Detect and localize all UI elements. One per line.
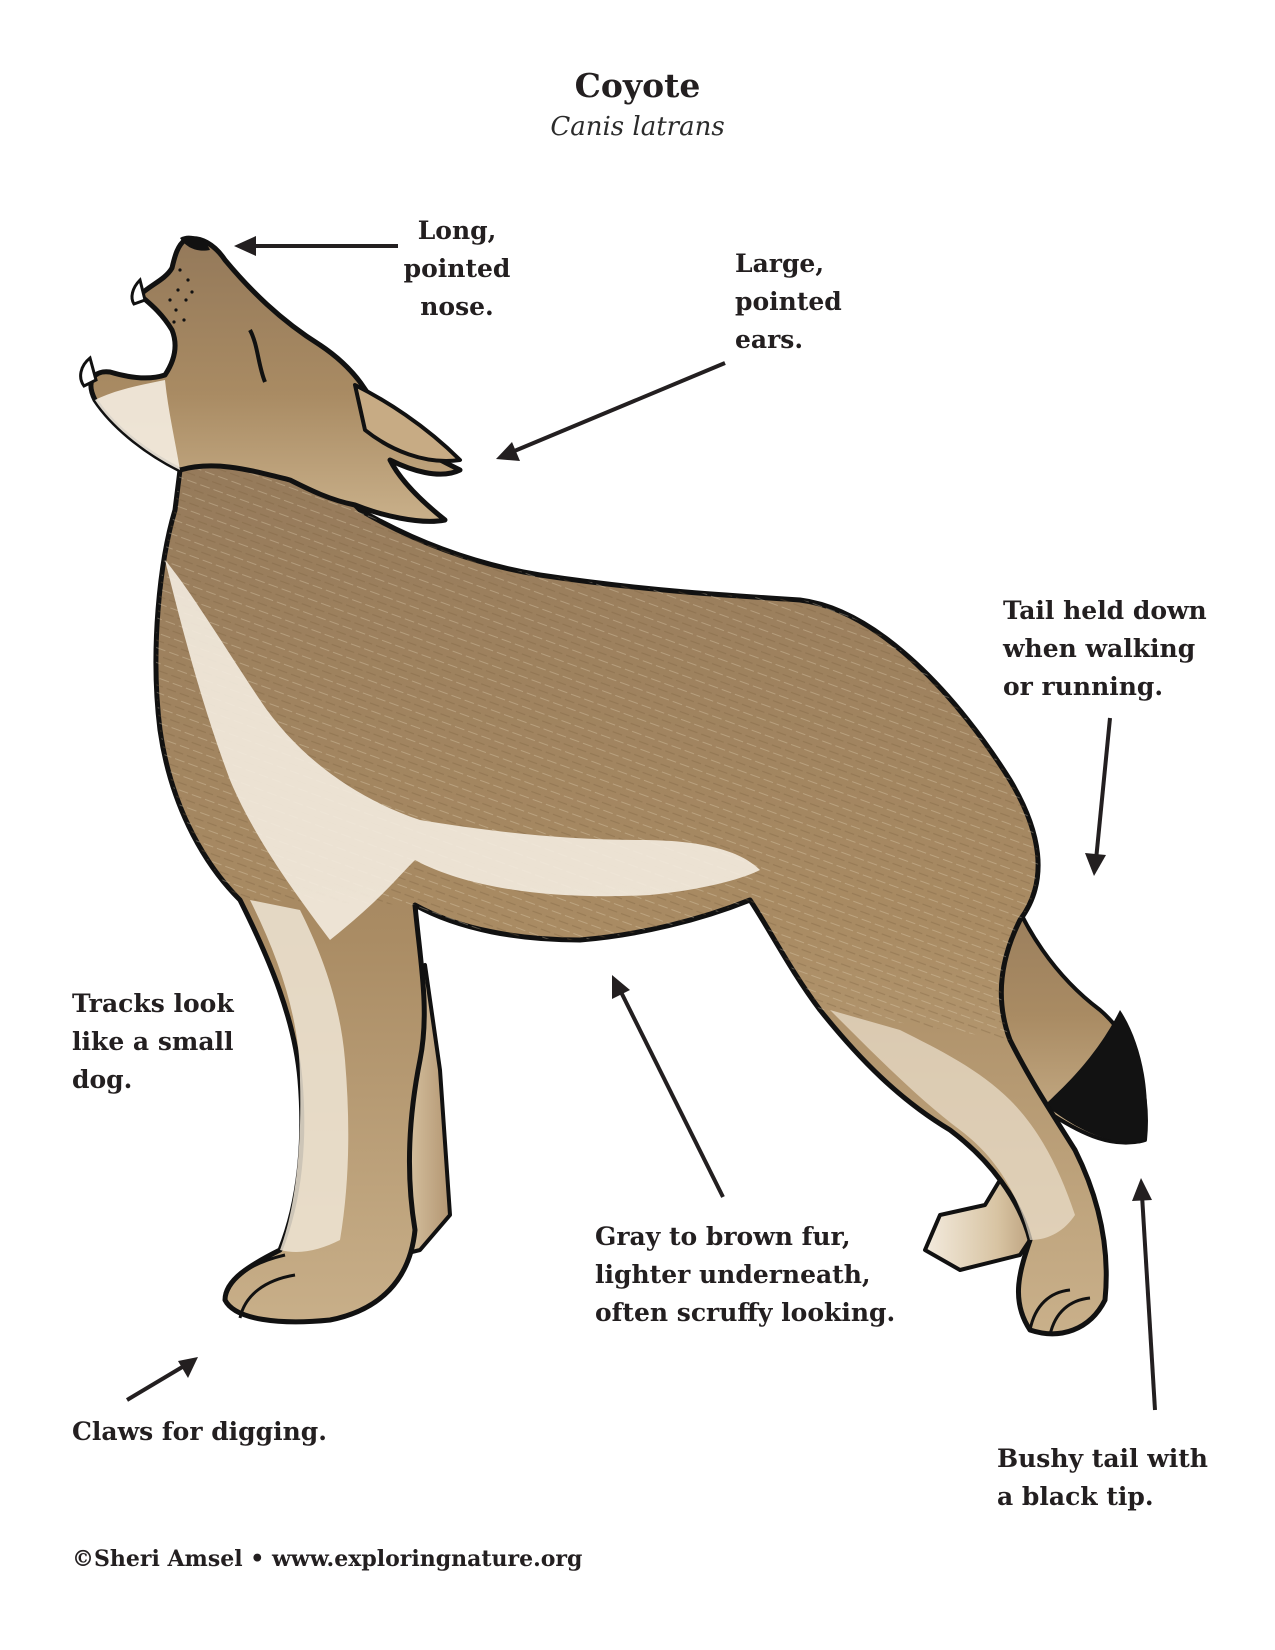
- light-underside: [165, 560, 760, 940]
- copyright-footer: ©Sheri Amsel • www.exploringnature.org: [72, 1546, 583, 1572]
- coyote-body: [153, 424, 1109, 1337]
- label-claws: Claws for digging.: [72, 1417, 327, 1446]
- arrow-claws: [125, 1357, 198, 1402]
- upper-fang: [130, 277, 147, 306]
- nose-tip: [180, 235, 210, 251]
- label-ears: Large, pointed ears.: [735, 249, 842, 354]
- arrow-tail-held: [1085, 717, 1112, 876]
- label-tail-tip: Bushy tail with a black tip.: [997, 1444, 1208, 1511]
- tail-black-tip: [1045, 1010, 1148, 1142]
- page-title: Coyote: [574, 66, 701, 105]
- eye: [248, 329, 267, 383]
- front-paw: [223, 1253, 296, 1319]
- hind-paw: [1028, 1288, 1091, 1336]
- label-tracks: Tracks look like a small dog.: [72, 989, 234, 1094]
- arrow-ears: [496, 361, 726, 461]
- arrow-tail-tip: [1132, 1178, 1157, 1411]
- ear: [353, 383, 462, 463]
- arrow-nose: [234, 236, 398, 256]
- label-tail-held: Tail held down when walking or running.: [1003, 596, 1207, 701]
- whisker-dots: [168, 268, 194, 324]
- arrow-fur: [612, 975, 725, 1198]
- label-nose: Long, pointed nose.: [403, 216, 511, 321]
- label-fur: Gray to brown fur, lighter underneath, o…: [595, 1222, 896, 1327]
- coyote-head: [79, 235, 463, 524]
- lower-fang: [79, 355, 98, 388]
- pointer-arrows: [125, 236, 1157, 1411]
- scientific-name: Canis latrans: [550, 112, 725, 142]
